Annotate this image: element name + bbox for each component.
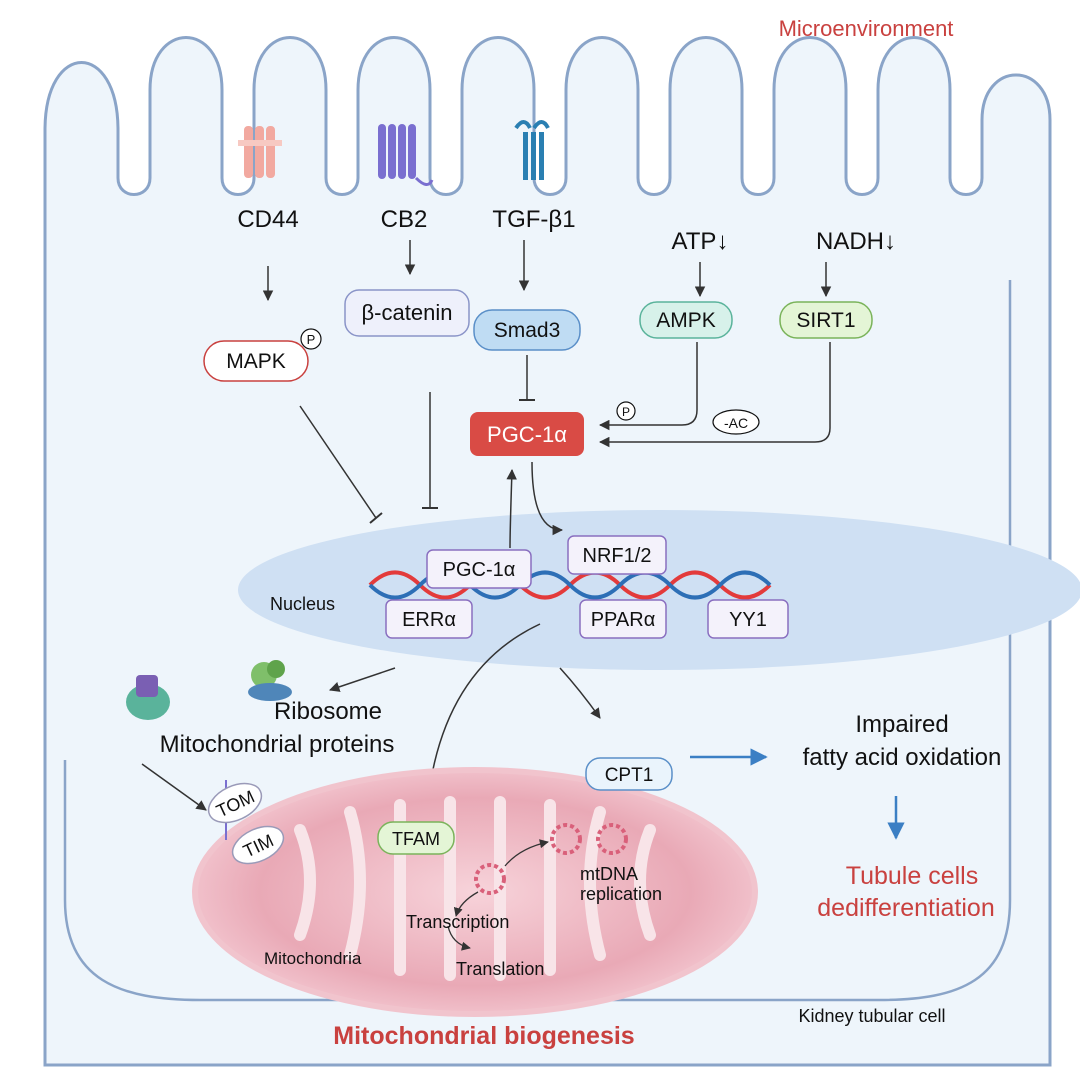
microenvironment-label: Microenvironment [779,16,954,41]
mtdna-label: mtDNA [580,864,638,884]
svg-text:NRF1/2: NRF1/2 [583,545,652,567]
mitochondrial-biogenesis-label: Mitochondrial biogenesis [333,1022,634,1050]
tgfb1-receptor-icon [514,120,550,180]
atp-label: ATP↓ [672,228,729,255]
pgc1a-main-node: PGC-1α [470,412,584,456]
kidney-tubular-cell-label: Kidney tubular cell [798,1006,945,1026]
translation-label: Translation [456,959,544,979]
deacetylation-label: -AC [724,415,748,431]
mapk-phospho-label: P [307,332,316,347]
cb2-label: CB2 [381,206,428,233]
transcription-label: Transcription [406,912,509,932]
mitochondrial-proteins-label: Mitochondrial proteins [160,731,395,758]
svg-text:PGC-1α: PGC-1α [443,559,516,581]
nrf12-node: NRF1/2 [567,535,667,575]
replication-label: replication [580,884,662,904]
bcatenin-node: β-catenin [344,289,470,337]
svg-text:Smad3: Smad3 [494,319,561,342]
nucleus [238,510,1080,670]
smad3-node: Smad3 [473,309,581,351]
cd44-label: CD44 [237,206,298,233]
cpt1-node: CPT1 [585,757,673,791]
ampk-phospho-label: P [622,405,630,419]
svg-text:TFAM: TFAM [392,829,440,849]
mitochondria-label: Mitochondria [264,949,362,968]
ribosome-icon [248,660,292,701]
cd44-receptor-icon [238,126,282,178]
svg-text:PPARα: PPARα [591,609,656,631]
tgfb1-label: TGF-β1 [492,206,575,233]
svg-text:MAPK: MAPK [226,350,286,373]
erra-node: ERRα [385,599,473,639]
impaired-label: Impaired [855,711,948,738]
cb2-receptor-icon [378,124,434,186]
fatty-acid-oxidation-label: fatty acid oxidation [803,744,1002,771]
yy1-node: YY1 [707,599,789,639]
nadh-label: NADH↓ [816,228,896,255]
tim-node: TIM [231,825,285,865]
svg-text:ERRα: ERRα [402,609,456,631]
mitochondrion [192,767,758,1017]
pgc1a-nuclear-node: PGC-1α [426,549,532,589]
dedifferentiation-label: dedifferentiation [817,894,994,922]
svg-text:YY1: YY1 [729,609,767,631]
svg-text:AMPK: AMPK [656,309,716,332]
ppara-node: PPARα [579,599,667,639]
ribosome-label: Ribosome [274,698,382,725]
tfam-node: TFAM [377,821,455,855]
svg-text:SIRT1: SIRT1 [796,309,855,332]
svg-text:CPT1: CPT1 [605,765,654,786]
nucleus-label: Nucleus [270,594,335,614]
mitochondrial-protein-icon [126,675,170,720]
mtdna-circle-icon [474,823,628,895]
svg-text:β-catenin: β-catenin [362,300,453,325]
tom-node: TOM [207,782,263,824]
tubule-cells-label: Tubule cells [846,862,978,890]
ampk-node: AMPK [639,301,733,339]
svg-text:PGC-1α: PGC-1α [487,422,567,447]
mapk-node: MAPK P [203,328,322,382]
sirt1-node: SIRT1 [779,301,873,339]
